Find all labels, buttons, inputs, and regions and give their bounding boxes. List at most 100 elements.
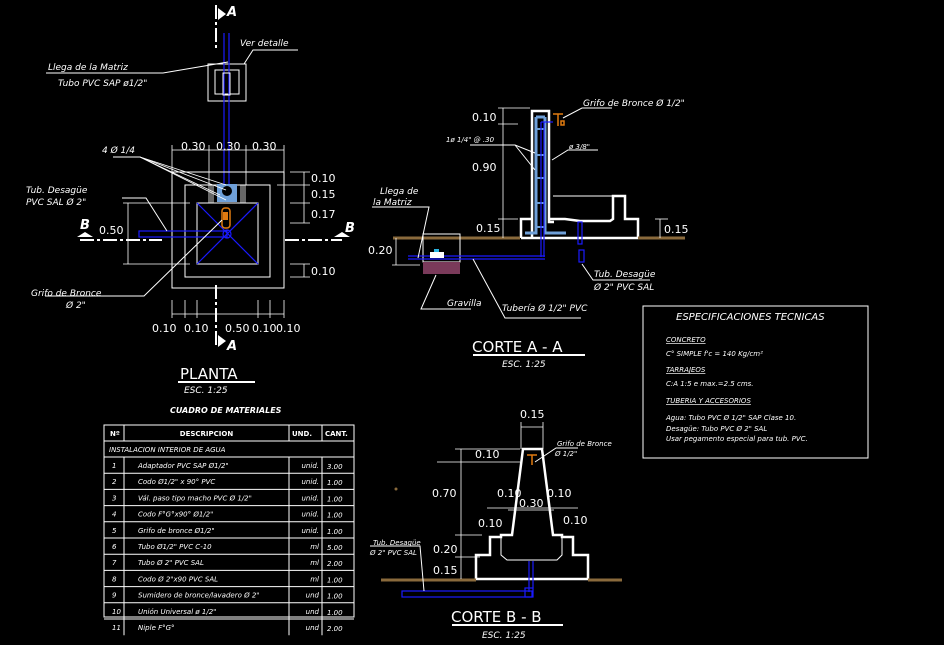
drain-pipe — [138, 230, 228, 238]
table-cell-und: ml — [310, 575, 319, 583]
table-cell-cant: 2.00 — [327, 625, 343, 633]
table-cell-und: unid. — [302, 511, 320, 519]
section-row: INSTALACION INTERIOR DE AGUA — [109, 446, 226, 454]
bb-dim-l2: 0.10 — [478, 517, 503, 530]
table-cell-num: 8 — [112, 575, 117, 583]
table-cell-und: ml — [310, 543, 319, 551]
dim-right-2: 0.15 — [311, 188, 336, 201]
aa-dim-0.20: 0.20 — [368, 244, 393, 257]
table-cell-cant: 1.00 — [327, 479, 343, 487]
materials-title: CUADRO DE MATERIALES — [170, 406, 282, 415]
planta-view: A A Ver detalle Llega de la Matriz Tubo … — [26, 5, 355, 396]
aa-tub-pvc-label: Ø 2" PVC SAL — [593, 282, 654, 293]
table-cell-desc: Unión Universal ø 1/2" — [138, 608, 216, 616]
table-cell-cant: 1.00 — [327, 528, 343, 536]
table-cell-desc: Codo Ø 2"x90 PVC SAL — [138, 575, 218, 583]
section-label-b-right: B — [345, 221, 355, 236]
bb-dim-top: 0.15 — [520, 408, 545, 421]
section-arrow-a-top — [218, 8, 226, 20]
section-label-a-top: A — [226, 5, 237, 20]
table-cell-cant: 1.00 — [327, 609, 343, 617]
header-desc: DESCRIPCION — [180, 430, 234, 438]
aa-dim-0.15-right: 0.15 — [664, 223, 689, 236]
corte-bb-scale: ESC. 1:25 — [482, 631, 526, 641]
dim-right-4: 0.10 — [311, 265, 336, 278]
dim-top-1: 0.30 — [181, 140, 206, 153]
table-cell-num: 2 — [112, 478, 117, 486]
dim-bottom-5: 0.10 — [276, 322, 301, 335]
specs-line-tarrajeos: C:A 1:5 e max.=2.5 cms. — [666, 380, 754, 388]
specs-box: ESPECIFICACIONES TECNICAS CONCRETO C° SI… — [642, 305, 869, 459]
specs-line-desague: Desagüe: Tubo PVC Ø 2" SAL — [666, 425, 767, 433]
header-num: Nº — [110, 430, 120, 438]
grifo-label: Grifo de Bronce — [31, 289, 102, 299]
header-cant: CANT. — [325, 430, 348, 438]
dim-bottom-3: 0.50 — [225, 322, 250, 335]
table-cell-num: 1 — [112, 462, 116, 470]
corte-aa-view: 0.10 0.90 0.15 0.15 0.20 Grifo de Bronce… — [368, 98, 689, 370]
bb-dim-base2: 0.15 — [433, 564, 458, 577]
specs-title: ESPECIFICACIONES TECNICAS — [676, 312, 825, 323]
bb-dim-cap: 0.10 — [475, 448, 500, 461]
tub-desague-label: Tub. Desagüe — [26, 186, 88, 196]
table-cell-und: unid. — [302, 478, 320, 486]
corte-bb-title: CORTE B - B — [451, 608, 542, 626]
bb-dim-height: 0.70 — [432, 487, 457, 500]
grifo-diameter-label: Ø 2" — [65, 300, 86, 311]
bb-dim-l1: 0.10 — [497, 487, 522, 500]
table-cell-num: 7 — [112, 559, 117, 567]
aa-rebar-main-label: ø 3/8" — [568, 143, 590, 151]
aa-llega-label-1: Llega de — [380, 187, 419, 197]
table-cell-cant: 3.00 — [327, 463, 343, 471]
table-cell-num: 3 — [112, 494, 116, 502]
table-cell-desc: Sumidero de bronce/lavadero Ø 2" — [138, 592, 260, 600]
dim-right-1: 0.10 — [311, 172, 336, 185]
bb-dim-r2: 0.10 — [563, 514, 588, 527]
dim-bottom-2: 0.10 — [184, 322, 209, 335]
gravel-block — [423, 262, 460, 274]
table-cell-desc: Adaptador PVC SAP Ø1/2" — [137, 462, 229, 470]
bb-grifo-label: Grifo de Bronce — [557, 440, 612, 448]
corte-bb-view: 0.15 0.10 0.70 0.10 0.10 0.30 0.10 0.10 … — [369, 408, 622, 641]
table-cell-num: 11 — [112, 624, 121, 632]
llega-matriz-label: Llega de la Matriz — [48, 63, 128, 73]
aa-gravilla-label: Gravilla — [447, 299, 482, 309]
table-cell-num: 4 — [112, 511, 116, 519]
table-cell-und: unid. — [302, 527, 320, 535]
grifo-icon-aa — [553, 113, 565, 126]
specs-line-concreto: C° SIMPLE f'c = 140 Kg/cm² — [666, 350, 763, 358]
bb-dim-base1: 0.20 — [433, 543, 458, 556]
table-cell-desc: Niple F°G° — [138, 624, 175, 632]
table-cell-cant: 1.00 — [327, 593, 343, 601]
dim-bottom-1: 0.10 — [152, 322, 177, 335]
specs-line-agua: Agua: Tubo PVC Ø 1/2" SAP Clase 10. — [665, 414, 796, 422]
planta-title: PLANTA — [180, 365, 238, 383]
table-cell-desc: Codo Ø1/2" x 90° PVC — [138, 478, 215, 486]
grifo-icon — [221, 207, 231, 229]
dim-left: 0.50 — [99, 224, 124, 237]
bb-tub-label: Tub. Desagüe — [373, 539, 421, 547]
table-cell-num: 5 — [112, 527, 117, 535]
table-cell-und: und — [306, 608, 320, 616]
grifo-icon-bb — [527, 454, 537, 465]
dim-top-3: 0.30 — [252, 140, 277, 153]
dim-top-2: 0.30 — [216, 140, 241, 153]
table-cell-cant: 1.00 — [327, 495, 343, 503]
drain-circle — [222, 229, 232, 239]
table-cell-num: 6 — [112, 543, 117, 551]
table-cell-und: unid. — [302, 494, 320, 502]
corte-aa-scale: ESC. 1:25 — [502, 360, 546, 370]
detail-box-outer — [207, 63, 247, 102]
rebar-label: 4 Ø 1/4 — [102, 145, 135, 156]
table-cell-und: unid. — [302, 462, 320, 470]
aa-tub-desague-label: Tub. Desagüe — [594, 270, 656, 280]
table-cell-num: 10 — [112, 608, 121, 616]
ver-detalle-label: Ver detalle — [240, 39, 289, 49]
table-cell-cant: 2.00 — [327, 560, 343, 568]
bb-grifo-diameter: Ø 1/2" — [554, 450, 577, 458]
dim-right-3: 0.17 — [311, 208, 336, 221]
bb-dim-r1: 0.10 — [547, 487, 572, 500]
planta-scale: ESC. 1:25 — [184, 386, 228, 396]
